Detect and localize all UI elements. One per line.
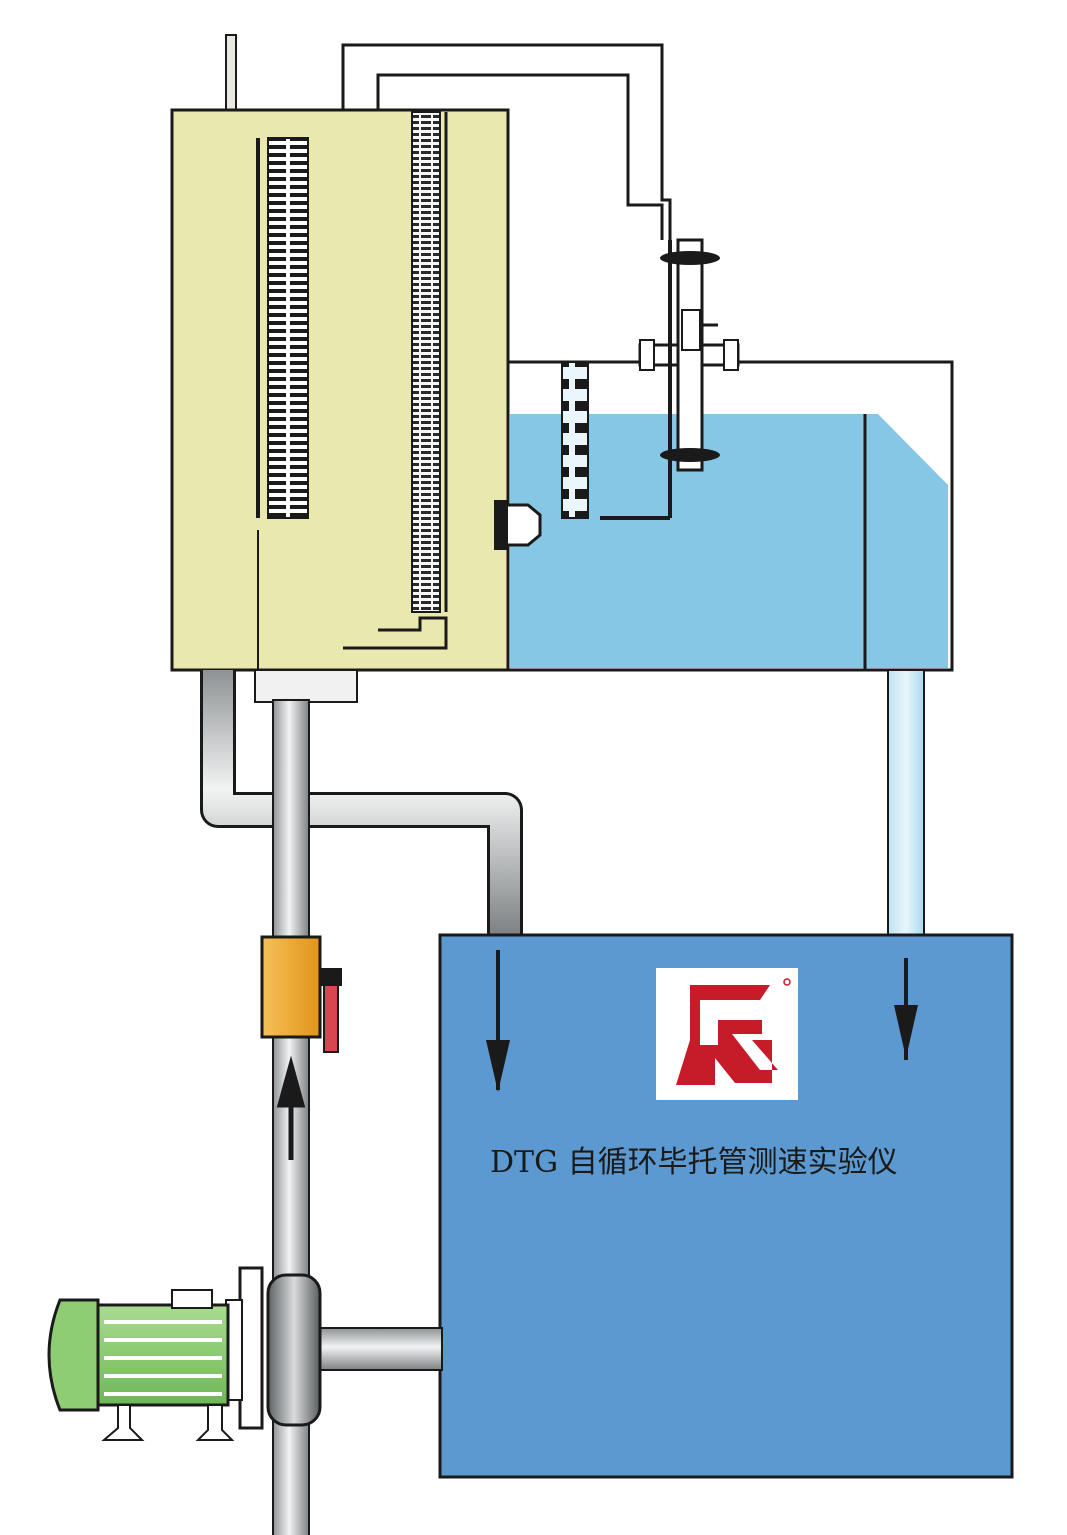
flow-arrow-sump-right [894, 958, 918, 1060]
panel-base-junction [254, 669, 358, 703]
pitot-flange-bottom [660, 448, 720, 462]
flow-straightener [561, 361, 589, 519]
return-pipe-grey-fill [203, 670, 520, 935]
pitot-flange-top [660, 251, 720, 265]
panel-top-rod [225, 34, 237, 111]
valve-handle-cap [320, 968, 342, 986]
pitot-support-clamp-l [639, 339, 655, 371]
manometer-inner-loop [343, 616, 448, 650]
pitot-adjust-block [681, 309, 701, 351]
overflow-return-pipe [887, 669, 925, 939]
flow-arrow-up [276, 1055, 306, 1160]
brand-logo [656, 968, 798, 1100]
tank-inlet-cap [494, 500, 508, 550]
pump-suction-pipe [317, 1327, 443, 1371]
manometer-scale-right [411, 111, 441, 613]
manometer-scale-left [267, 137, 309, 519]
pitot-tube-body [676, 238, 704, 472]
pitot-support-clamp-r [723, 339, 739, 371]
test-tank-overflow-water [865, 414, 948, 668]
manometer-panel [170, 108, 510, 672]
flow-arrow-sump-left [486, 950, 510, 1092]
apparatus-caption: DTG 自循环毕托管测速实验仪 [490, 1145, 898, 1180]
flow-valve [260, 935, 322, 1039]
supply-riser-upper [272, 699, 310, 941]
pump-motor [47, 1266, 322, 1441]
